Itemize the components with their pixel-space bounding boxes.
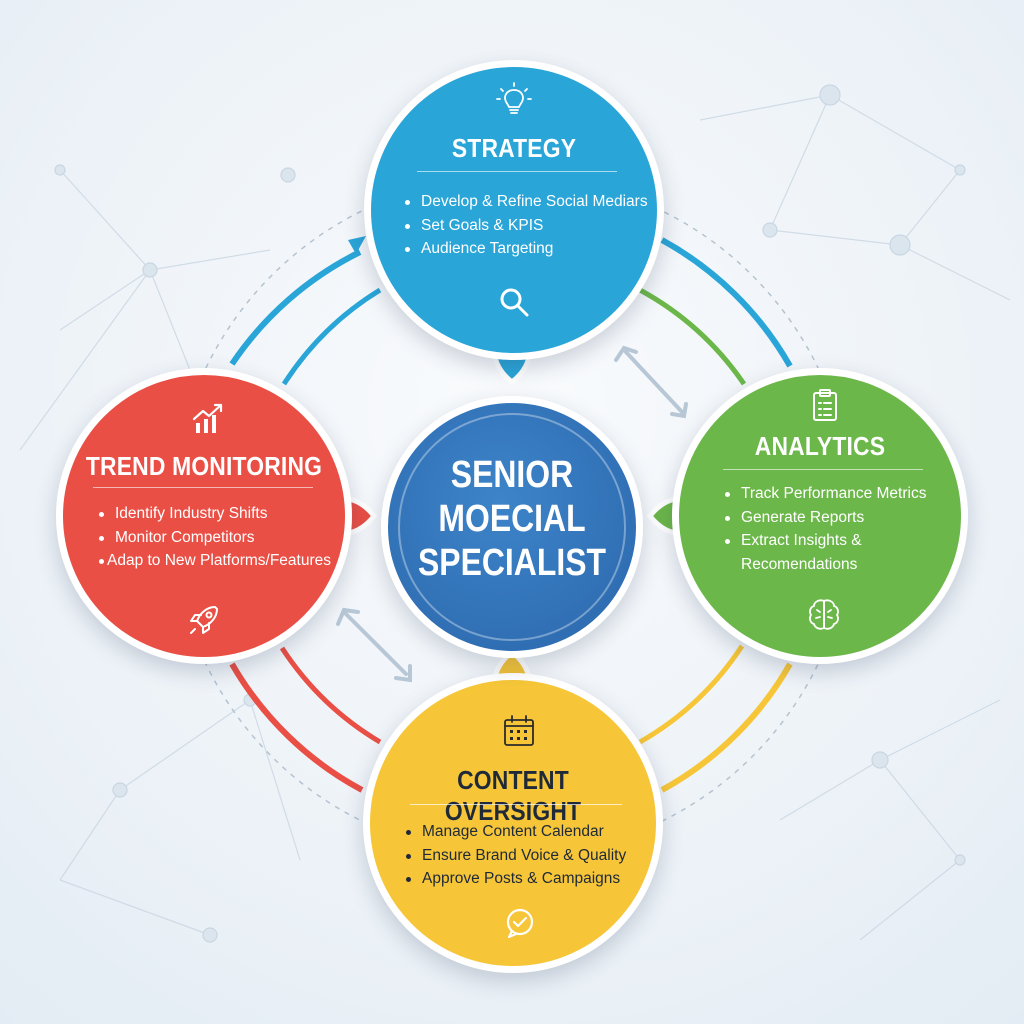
- double-arrow-upper-right: [614, 345, 688, 419]
- analytics-title: ANALYTICS: [754, 431, 886, 461]
- center-title-line-1: SENIOR: [450, 454, 574, 496]
- checkmark-icon: [503, 906, 537, 940]
- arrowhead: [348, 236, 366, 254]
- list-item: Track Performance Metrics: [719, 482, 926, 506]
- list-item: Adap to New Platforms/Features: [93, 549, 331, 573]
- trend-monitoring-title: TREND MONITORING: [85, 451, 323, 481]
- analytics-divider: [723, 469, 923, 470]
- calendar-icon: [502, 714, 536, 748]
- list-item: Ensure Brand Voice & Quality: [400, 844, 626, 868]
- list-item: Approve Posts & Campaigns: [400, 867, 626, 891]
- magnifier-icon: [497, 285, 531, 319]
- list-item: Recomendations: [741, 555, 858, 573]
- strategy-circle: STRATEGY Develop & Refine Social Mediars…: [364, 60, 664, 360]
- content-list: Manage Content Calendar Ensure Brand Voi…: [400, 820, 626, 891]
- rocket-icon: [185, 601, 223, 639]
- list-item: Monitor Competitors: [93, 526, 331, 550]
- list-item: Audience Targeting: [399, 237, 648, 261]
- center-role-circle: SENIOR MOECIAL SPECIALIST: [381, 396, 643, 658]
- list-item: Develop & Refine Social Mediars: [399, 190, 648, 214]
- list-item: Manage Content Calendar: [400, 820, 626, 844]
- trend-list: Identify Industry Shifts Monitor Competi…: [93, 502, 331, 573]
- list-item: Set Goals & KPIS: [399, 214, 648, 238]
- blue-connector-arc: [229, 249, 362, 366]
- strategy-divider: [417, 171, 617, 172]
- blue-connector-arc-outer: [281, 287, 382, 386]
- strategy-list: Develop & Refine Social Mediars Set Goal…: [399, 190, 648, 261]
- red-connector-arc: [229, 662, 364, 793]
- analytics-circle: ANALYTICS Track Performance Metrics Gene…: [672, 368, 968, 664]
- brain-icon: [805, 597, 843, 633]
- list-item: Generate Reports: [719, 506, 926, 530]
- yellow-connector-arc: [660, 662, 793, 793]
- blue-right-arc: [660, 237, 793, 368]
- center-title-line-3: SPECIALIST: [417, 542, 607, 584]
- center-title-line-2: MOECIAL: [438, 498, 586, 540]
- content-divider: [410, 804, 622, 805]
- lightbulb-icon: [495, 81, 533, 119]
- clipboard-icon: [809, 387, 841, 423]
- analytics-list: Track Performance Metrics Generate Repor…: [719, 482, 926, 576]
- trend-monitoring-circle: TREND MONITORING Identify Industry Shift…: [56, 368, 352, 664]
- content-oversight-circle: CONTENT OVERSIGHT Manage Content Calenda…: [363, 673, 663, 973]
- red-connector-arc-inner: [279, 646, 382, 745]
- content-oversight-title: CONTENT OVERSIGHT: [444, 765, 582, 826]
- double-arrow-lower-left: [336, 607, 412, 683]
- center-inner-ring: [398, 413, 626, 641]
- list-item: Extract Insights &: [719, 529, 926, 553]
- trend-divider: [93, 487, 313, 488]
- yellow-connector-arc-inner: [638, 644, 745, 745]
- network-mesh: [19, 94, 1011, 941]
- green-connector-arc: [638, 287, 747, 386]
- trending-chart-icon: [191, 401, 227, 435]
- strategy-title: STRATEGY: [451, 133, 577, 163]
- list-item: Identify Industry Shifts: [93, 502, 331, 526]
